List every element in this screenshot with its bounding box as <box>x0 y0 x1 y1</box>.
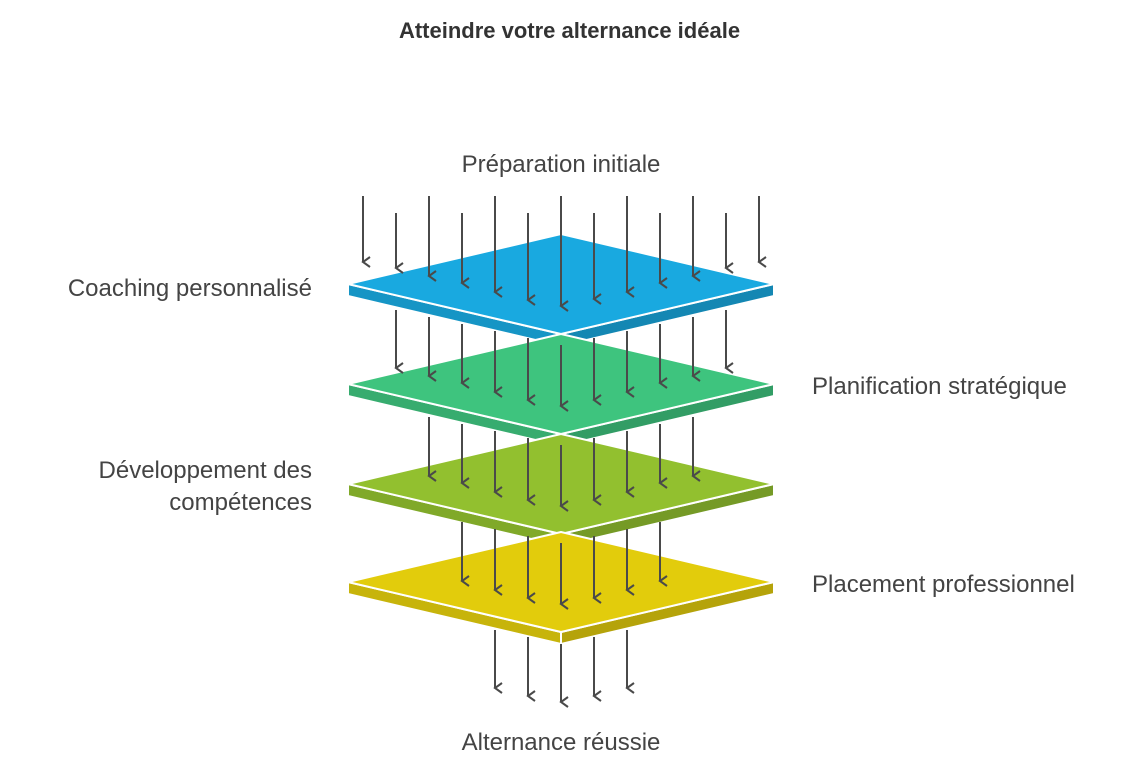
layer-coaching-arrows <box>361 196 767 312</box>
label-coaching-personnalise: Coaching personnalisé <box>67 275 312 302</box>
layer-planification-arrows <box>394 310 734 412</box>
label-placement-professionnel: Placement professionnel <box>812 571 1075 598</box>
diagram-title: Atteindre votre alternance idéale <box>398 18 741 43</box>
output-arrows <box>493 630 635 708</box>
label-alternance-reussie: Alternance réussie <box>461 729 661 756</box>
label-planification-strategique: Planification stratégique <box>812 373 1067 400</box>
layer-placement-arrows <box>460 522 668 610</box>
layer-developpement-arrows <box>427 417 701 512</box>
label-developpement-line2: compétences <box>169 489 312 516</box>
label-preparation-initiale: Préparation initiale <box>461 151 661 178</box>
label-developpement-line1: Développement des <box>98 457 312 484</box>
